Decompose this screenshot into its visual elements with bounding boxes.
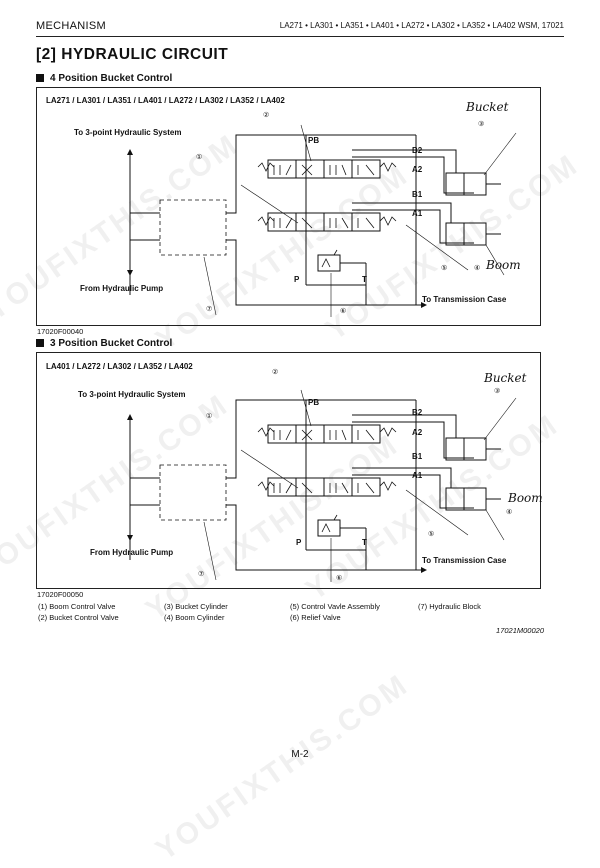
square-bullet-icon bbox=[36, 74, 44, 82]
figure1-handwritten-bucket: Bucket bbox=[466, 100, 509, 114]
legend-col-2: (3) Bucket Cylinder (4) Boom Cylinder bbox=[164, 602, 228, 623]
page-number: M-2 bbox=[291, 749, 309, 760]
figure2-to-system: To 3-point Hydraulic System bbox=[78, 390, 186, 399]
figure1-port-t: T bbox=[362, 275, 367, 284]
figure2-callout-2: ② bbox=[272, 369, 279, 376]
legend-item: (7) Hydraulic Block bbox=[418, 602, 481, 611]
legend-item: (4) Boom Cylinder bbox=[164, 612, 225, 622]
figure2-port-a1: A1 bbox=[412, 471, 423, 480]
figure1-models: LA271 / LA301 / LA351 / LA401 / LA272 / … bbox=[46, 96, 285, 105]
figure2-callout-3: ③ bbox=[494, 388, 501, 395]
square-bullet-icon bbox=[36, 339, 44, 347]
legend-col-3: (5) Control Vavle Assembly (6) Relief Va… bbox=[290, 602, 380, 623]
figure1-heading: 4 Position Bucket Control bbox=[36, 73, 172, 84]
figure1-port-b2: B2 bbox=[412, 146, 423, 155]
legend-item: (3) Bucket Cylinder bbox=[164, 602, 228, 611]
document-code: 17021M00020 bbox=[496, 626, 544, 635]
legend-col-1: (1) Boom Control Valve (2) Bucket Contro… bbox=[38, 602, 119, 623]
figure2-models: LA401 / LA272 / LA302 / LA352 / LA402 bbox=[46, 362, 193, 371]
figure1-callout-6: ⑥ bbox=[340, 308, 347, 315]
figure2-port-t: T bbox=[362, 538, 367, 547]
figure2-port-b1: B1 bbox=[412, 452, 423, 461]
figure2-port-p: P bbox=[296, 538, 302, 547]
figure2-handwritten-boom: Boom bbox=[508, 491, 543, 505]
figure1-port-b1: B1 bbox=[412, 190, 423, 199]
figure2-callout-4: ④ bbox=[506, 509, 513, 516]
figure1-callout-7: ⑦ bbox=[206, 306, 213, 313]
figure1-from-pump: From Hydraulic Pump bbox=[80, 284, 164, 293]
header-section: MECHANISM bbox=[36, 20, 106, 32]
figure2-code: 17020F00050 bbox=[37, 590, 84, 599]
figure2-frame bbox=[36, 352, 541, 589]
figure2-port-a2: A2 bbox=[412, 428, 423, 437]
figure1-to-transmission: To Transmission Case bbox=[422, 295, 507, 304]
figure1-handwritten-boom: Boom bbox=[486, 258, 521, 272]
figure2-callout-1: ① bbox=[206, 413, 213, 420]
figure2-to-transmission: To Transmission Case bbox=[422, 556, 507, 565]
legend-item: (1) Boom Control Valve bbox=[38, 602, 116, 611]
legend-item: (5) Control Vavle Assembly bbox=[290, 602, 380, 611]
page-header: MECHANISM LA271 • LA301 • LA351 • LA401 … bbox=[36, 20, 564, 37]
figure2-callout-7: ⑦ bbox=[198, 571, 205, 578]
figure1-frame bbox=[36, 87, 541, 326]
figure1-callout-2: ② bbox=[263, 112, 270, 119]
figure1-code: 17020F00040 bbox=[37, 327, 84, 336]
legend-col-4: (7) Hydraulic Block bbox=[418, 602, 481, 613]
header-models: LA271 • LA301 • LA351 • LA401 • LA272 • … bbox=[279, 21, 564, 30]
figure1-port-p: P bbox=[294, 275, 300, 284]
figure2-callout-5: ⑤ bbox=[428, 531, 435, 538]
figure2-heading-text: 3 Position Bucket Control bbox=[50, 338, 173, 349]
figure1-heading-text: 4 Position Bucket Control bbox=[50, 73, 173, 84]
legend-item: (2) Bucket Control Valve bbox=[38, 612, 119, 622]
figure1-port-a1: A1 bbox=[412, 209, 423, 218]
figure2-handwritten-bucket: Bucket bbox=[484, 371, 527, 385]
figure1-callout-3: ③ bbox=[478, 121, 485, 128]
figure1-port-pb: PB bbox=[308, 136, 320, 145]
figure2-callout-6: ⑥ bbox=[336, 575, 343, 582]
page-title: [2] HYDRAULIC CIRCUIT bbox=[36, 46, 229, 63]
figure1-to-system: To 3-point Hydraulic System bbox=[74, 128, 182, 137]
figure1-callout-1: ① bbox=[196, 154, 203, 161]
figure1-callout-5: ⑤ bbox=[441, 265, 448, 272]
legend-item: (6) Relief Valve bbox=[290, 612, 341, 622]
figure2-heading: 3 Position Bucket Control bbox=[36, 338, 172, 349]
figure2-from-pump: From Hydraulic Pump bbox=[90, 548, 174, 557]
figure2-port-b2: B2 bbox=[412, 408, 423, 417]
figure1-port-a2: A2 bbox=[412, 165, 423, 174]
figure2-port-pb: PB bbox=[308, 398, 320, 407]
figure1-callout-4: ④ bbox=[474, 265, 481, 272]
